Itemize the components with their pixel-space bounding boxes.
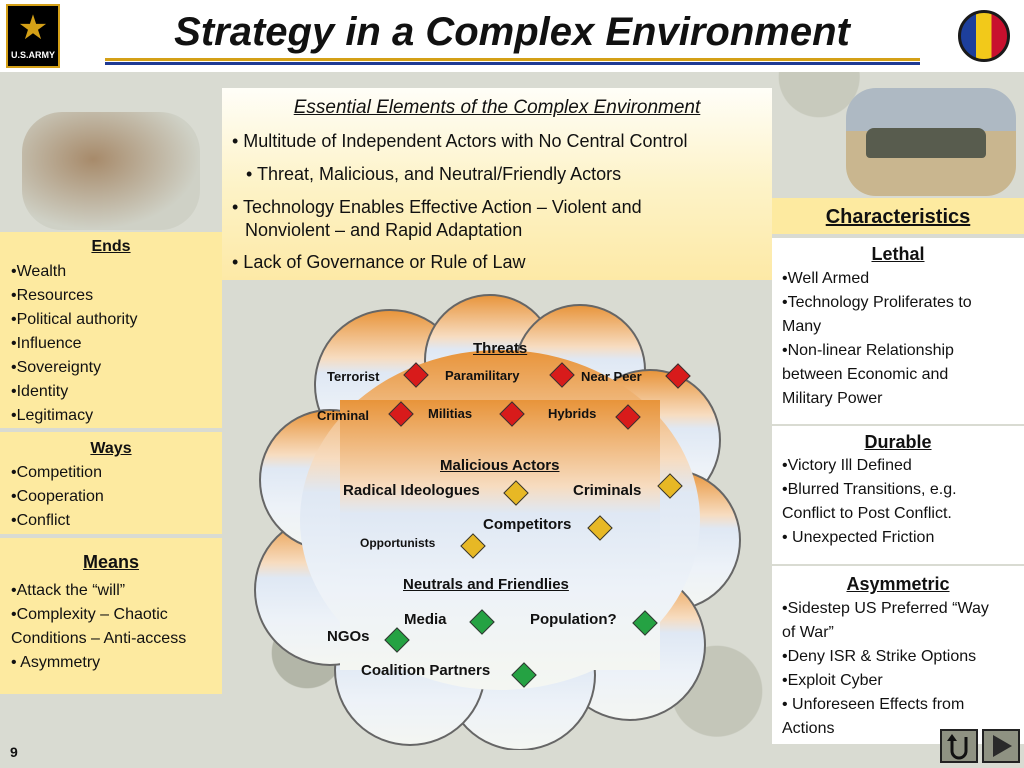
list-item: •Complexity – Chaotic bbox=[11, 606, 168, 623]
asymmetric-panel: Asymmetric •Sidestep US Preferred “Way o… bbox=[772, 566, 1024, 744]
actor-criminal: Criminal bbox=[317, 408, 370, 423]
actor-hybrids: Hybrids bbox=[548, 406, 597, 421]
list-item: • Unexpected Friction bbox=[782, 529, 935, 546]
list-item: of War” bbox=[782, 624, 834, 641]
army-star-icon: ★ U.S.ARMY bbox=[6, 4, 60, 68]
list-item: •Identity bbox=[11, 383, 69, 400]
list-item: •Competition bbox=[11, 464, 102, 481]
list-item: •Cooperation bbox=[11, 488, 104, 505]
tank-photo bbox=[846, 88, 1016, 196]
ends-panel: Ends •Wealth •Resources •Political autho… bbox=[0, 232, 222, 428]
list-item: Conditions – Anti-access bbox=[11, 630, 187, 647]
unit-emblem-icon bbox=[958, 10, 1010, 62]
means-heading: Means bbox=[82, 552, 140, 572]
ends-heading: Ends bbox=[91, 238, 131, 255]
u-turn-icon[interactable] bbox=[940, 729, 978, 763]
list-item: •Legitimacy bbox=[11, 407, 94, 424]
threats-heading: Threats bbox=[473, 340, 528, 357]
list-item: Military Power bbox=[782, 390, 883, 407]
neutrals-heading: Neutrals and Friendlies bbox=[403, 576, 569, 593]
essential-line: • Technology Enables Effective Action – … bbox=[232, 197, 642, 217]
actor-terrorist: Terrorist bbox=[327, 369, 380, 384]
actor-paramilitary: Paramilitary bbox=[445, 368, 520, 383]
list-item: •Deny ISR & Strike Options bbox=[782, 648, 977, 665]
list-item: •Well Armed bbox=[782, 270, 870, 287]
list-item: •Blurred Transitions, e.g. bbox=[782, 481, 957, 498]
actor-ngos: NGOs bbox=[327, 628, 370, 645]
actor-militias: Militias bbox=[428, 406, 473, 421]
ways-heading: Ways bbox=[90, 440, 132, 457]
lethal-heading: Lethal bbox=[871, 244, 925, 264]
list-item: •Exploit Cyber bbox=[782, 672, 883, 689]
actor-population: Population? bbox=[530, 611, 617, 628]
durable-panel: Durable •Victory Ill Defined •Blurred Tr… bbox=[772, 426, 1024, 564]
essential-line: • Multitude of Independent Actors with N… bbox=[232, 131, 688, 151]
characteristics-header: Characteristics bbox=[772, 198, 1024, 234]
list-item: •Sidestep US Preferred “Way bbox=[782, 600, 989, 617]
actor-opportunists: Opportunists bbox=[360, 536, 436, 550]
characteristics-heading: Characteristics bbox=[825, 206, 971, 228]
list-item: •Wealth bbox=[11, 263, 67, 280]
essential-heading: Essential Elements of the Complex Enviro… bbox=[293, 97, 701, 118]
essential-elements-panel: Essential Elements of the Complex Enviro… bbox=[222, 88, 772, 280]
asymmetric-heading: Asymmetric bbox=[846, 574, 950, 594]
essential-line: • Lack of Governance or Rule of Law bbox=[232, 252, 526, 272]
page-number: 9 bbox=[10, 744, 18, 760]
actor-criminals: Criminals bbox=[573, 482, 642, 499]
list-item: Actions bbox=[782, 720, 835, 737]
list-item: •Sovereignty bbox=[11, 359, 102, 376]
list-item: • Asymmetry bbox=[11, 654, 101, 671]
slide-title: Strategy in a Complex Environment bbox=[174, 10, 850, 54]
actor-coalition-partners: Coalition Partners bbox=[361, 662, 491, 679]
durable-heading: Durable bbox=[864, 432, 932, 452]
list-item: Conflict to Post Conflict. bbox=[782, 505, 952, 522]
list-item: •Conflict bbox=[11, 512, 70, 529]
list-item: Many bbox=[782, 318, 822, 335]
list-item: •Technology Proliferates to bbox=[782, 294, 972, 311]
means-panel: Means •Attack the “will” •Complexity – C… bbox=[0, 538, 222, 694]
ways-panel: Ways •Competition •Cooperation •Conflict bbox=[0, 432, 222, 534]
list-item: •Non-linear Relationship bbox=[782, 342, 954, 359]
actor-competitors: Competitors bbox=[483, 516, 572, 533]
soldier-photo bbox=[22, 112, 200, 230]
malicious-heading: Malicious Actors bbox=[440, 457, 560, 474]
list-item: •Victory Ill Defined bbox=[782, 457, 912, 474]
list-item: between Economic and bbox=[782, 366, 949, 383]
list-item: •Attack the “will” bbox=[11, 582, 126, 599]
play-next-icon[interactable] bbox=[982, 729, 1020, 763]
title-rule-blue bbox=[105, 62, 920, 65]
logo-text: U.S.ARMY bbox=[10, 50, 55, 60]
actor-radical-ideologues: Radical Ideologues bbox=[343, 482, 480, 499]
title-rule-gold bbox=[105, 58, 920, 61]
list-item: •Influence bbox=[11, 335, 82, 352]
tank-icon bbox=[866, 128, 986, 158]
actor-near-peer: Near Peer bbox=[581, 369, 642, 384]
actor-media: Media bbox=[404, 611, 447, 628]
list-item: • Unforeseen Effects from bbox=[782, 696, 965, 713]
lethal-panel: Lethal •Well Armed •Technology Prolifera… bbox=[772, 238, 1024, 424]
essential-line: Nonviolent – and Rapid Adaptation bbox=[245, 220, 523, 240]
list-item: •Resources bbox=[11, 287, 94, 304]
list-item: •Political authority bbox=[11, 311, 138, 328]
essential-line: • Threat, Malicious, and Neutral/Friendl… bbox=[246, 164, 622, 184]
